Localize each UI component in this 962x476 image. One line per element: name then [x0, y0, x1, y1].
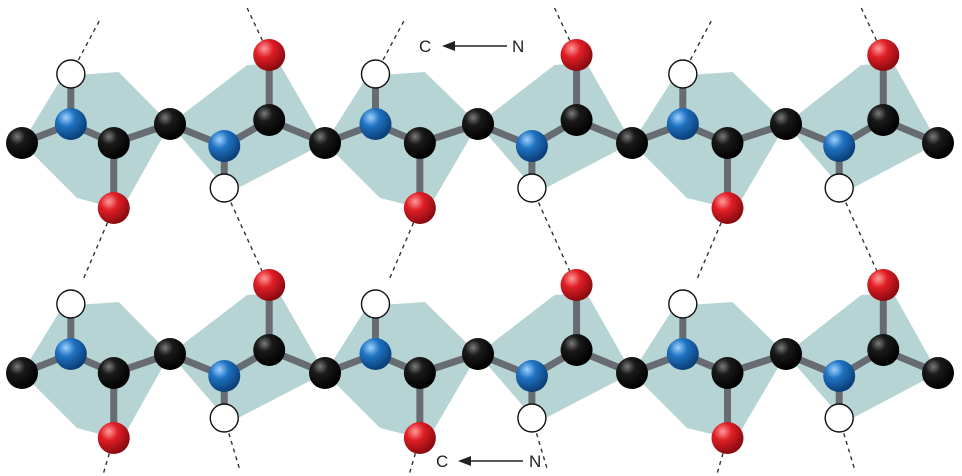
- s0-p3-oxygen-atom: [560, 39, 593, 71]
- s1-p0-carbonyl-carbon-atom: [97, 357, 130, 389]
- s1-p3-plane: [478, 293, 632, 422]
- s0-alpha-carbon-4: [616, 127, 648, 159]
- s0-p4-plane: [632, 72, 786, 210]
- arrow-top-c-label: C: [419, 37, 431, 56]
- s1-alpha-carbon-3: [462, 338, 494, 370]
- s1-p5-carbonyl-carbon-atom: [867, 334, 900, 366]
- s0-alpha-carbon-6: [922, 127, 954, 159]
- s1-p2-plane: [325, 302, 478, 440]
- s1-p1-carbonyl-carbon-atom: [253, 334, 286, 366]
- s1-p2-nitrogen-atom: [359, 338, 392, 370]
- s0-alpha-carbon-5: [770, 108, 802, 140]
- arrow-bottom-n-label: N: [529, 452, 541, 471]
- s0-p4-oxygen-atom: [711, 192, 744, 224]
- atoms: [6, 39, 954, 454]
- s0-p5-nitrogen-atom: [823, 130, 856, 162]
- s1-p3-nitrogen-atom: [515, 360, 548, 392]
- s1-p4-oxygen-atom: [711, 422, 744, 454]
- s1-p4-nitrogen-atom: [666, 338, 699, 370]
- s0-p1-carbonyl-carbon-atom: [253, 104, 286, 136]
- s0-alpha-carbon-0: [6, 127, 38, 159]
- s0-p5-plane: [786, 63, 938, 192]
- s0-p3-carbonyl-carbon-atom: [560, 104, 593, 136]
- s1-alpha-carbon-6: [922, 357, 954, 389]
- s1-alpha-carbon-0: [6, 357, 38, 389]
- s0-p3-hydrogen-atom: [517, 173, 547, 203]
- peptide-planes: [22, 63, 938, 440]
- s1-p4-hydrogen-atom: [668, 289, 698, 319]
- s0-p2-nitrogen-atom: [359, 108, 392, 140]
- s0-p3-hydrogen-bond-interstrand: [531, 187, 573, 277]
- s1-p0-hydrogen-atom: [56, 289, 86, 319]
- s1-p3-hydrogen-atom: [517, 403, 547, 433]
- hydrogen-bonds: [70, 7, 884, 476]
- s0-p1-oxygen-atom: [253, 39, 286, 71]
- arrow-bottom-c-label: C: [436, 452, 448, 471]
- s0-p1-nitrogen-atom: [208, 130, 241, 162]
- s0-p5-hydrogen-atom: [824, 173, 854, 203]
- s1-p0-oxygen-atom: [97, 422, 130, 454]
- s1-p2-oxygen-atom: [403, 422, 436, 454]
- s1-p1-nitrogen-atom: [208, 360, 241, 392]
- s0-p5-carbonyl-carbon-atom: [867, 104, 900, 136]
- s0-p4-hydrogen-atom: [668, 59, 698, 89]
- s0-p2-hydrogen-atom: [360, 59, 391, 89]
- s1-p1-hydrogen-atom: [209, 403, 239, 433]
- s0-p1-plane: [170, 63, 325, 192]
- s0-p0-oxygen-atom: [97, 192, 130, 224]
- s1-alpha-carbon-1: [154, 338, 186, 370]
- s0-alpha-carbon-3: [462, 108, 494, 140]
- s0-alpha-carbon-1: [154, 108, 186, 140]
- s1-p2-carbonyl-carbon-atom: [403, 357, 436, 389]
- s0-p0-nitrogen-atom: [54, 108, 87, 140]
- s0-p5-hydrogen-bond-interstrand: [838, 187, 880, 277]
- arrow-top-head: [442, 41, 455, 51]
- s0-p0-plane: [22, 72, 170, 210]
- arrow-top-n-label: N: [512, 37, 524, 56]
- s0-p4-carbonyl-carbon-atom: [711, 127, 744, 159]
- s1-p2-hydrogen-atom: [360, 289, 391, 319]
- s0-p1-hydrogen-atom: [209, 173, 239, 203]
- s0-p1-hydrogen-bond-interstrand: [223, 187, 265, 277]
- s0-p2-oxygen-atom: [403, 192, 436, 224]
- s0-p3-nitrogen-atom: [515, 130, 548, 162]
- s0-alpha-carbon-2: [309, 127, 341, 159]
- s0-p3-plane: [478, 63, 632, 192]
- s0-p2-plane: [325, 72, 478, 210]
- s1-p5-oxygen-atom: [867, 269, 900, 301]
- s1-alpha-carbon-4: [616, 357, 648, 389]
- s1-p3-carbonyl-carbon-atom: [560, 334, 593, 366]
- arrow-bottom-head: [458, 456, 471, 466]
- s1-alpha-carbon-5: [770, 338, 802, 370]
- direction-arrow-top: C N: [419, 37, 524, 56]
- s1-p5-plane: [786, 293, 938, 422]
- s1-p3-oxygen-atom: [560, 269, 593, 301]
- s1-p5-nitrogen-atom: [823, 360, 856, 392]
- s0-p0-carbonyl-carbon-atom: [97, 127, 130, 159]
- s0-p5-oxygen-atom: [867, 39, 900, 71]
- direction-arrow-bottom: C N: [436, 452, 541, 471]
- s1-p0-nitrogen-atom: [54, 338, 87, 370]
- s0-p2-carbonyl-carbon-atom: [403, 127, 436, 159]
- s1-p1-plane: [170, 293, 325, 422]
- s1-p4-plane: [632, 302, 786, 440]
- s0-p4-nitrogen-atom: [666, 108, 699, 140]
- s1-alpha-carbon-2: [309, 357, 341, 389]
- s1-p4-carbonyl-carbon-atom: [711, 357, 744, 389]
- s1-p1-oxygen-atom: [253, 269, 286, 301]
- s1-p0-plane: [22, 302, 170, 440]
- s0-p0-hydrogen-atom: [56, 59, 86, 89]
- s1-p5-hydrogen-atom: [824, 403, 854, 433]
